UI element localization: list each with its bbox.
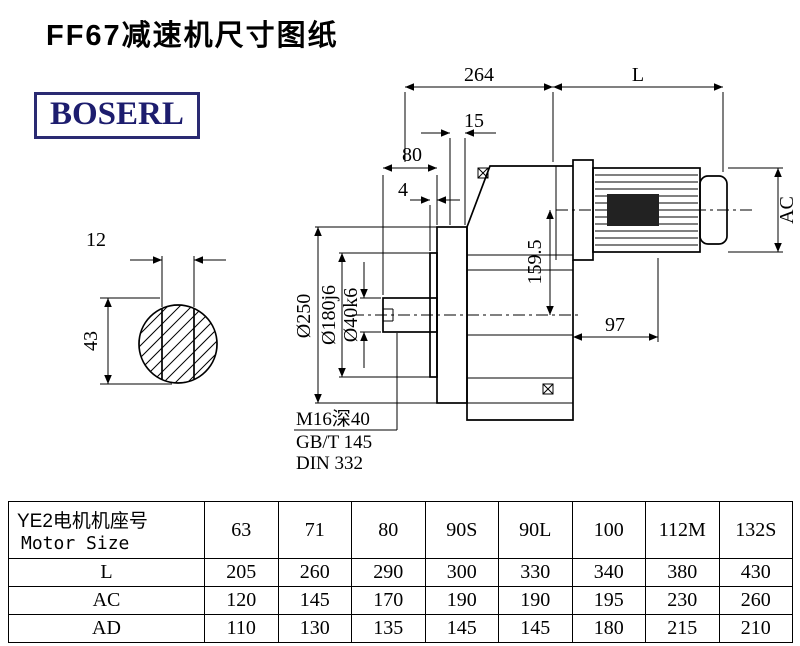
note-din: DIN 332 [296,453,363,474]
value-cell: 180 [571,614,646,643]
value-cell: 190 [498,586,573,615]
value-cell: 430 [718,558,793,587]
value-cell: 170 [351,586,426,615]
motor-core [607,194,659,226]
brand-logo: BOSERL [34,92,200,139]
bolt-mark-bottom [542,383,554,395]
value-cell: 290 [351,558,426,587]
dim-L-label: L [632,64,644,86]
row-label: AC [8,586,205,615]
table-row-AD: AD 110 130 135 145 145 180 215 210 [8,614,793,643]
size-cell: 80 [351,501,426,559]
dim-159-5: 159.5 [524,210,554,315]
note-m16: M16深40 [296,408,370,430]
gearbox-housing [466,165,574,421]
shaft-section-view: 12 43 [80,229,226,385]
value-cell: 330 [498,558,573,587]
technical-drawing: 12 43 [80,64,798,474]
dim-dia40-label: Ø40k6 [340,288,362,342]
value-cell: 205 [204,558,279,587]
value-cell: 145 [424,614,499,643]
value-cell: 260 [718,586,793,615]
dim-12-label: 12 [86,229,106,251]
dim-L: L [553,64,724,172]
value-cell: 120 [204,586,279,615]
dim-15-label: 15 [464,110,484,132]
value-cell: 195 [571,586,646,615]
value-cell: 110 [204,614,279,643]
dim-80-label: 80 [402,144,422,166]
dim-AC-label: AC [776,196,798,224]
table-row-L: L 205 260 290 300 330 340 380 430 [8,558,793,587]
dim-159-5-label: 159.5 [524,240,546,285]
dim-43: 43 [80,297,172,385]
dim-dia250: Ø250 [293,226,437,404]
header-line-zh: YE2电机机座号 [17,511,148,532]
value-cell: 130 [277,614,352,643]
dim-264: 264 [404,64,554,162]
row-label: AD [8,614,205,643]
value-cell: 300 [424,558,499,587]
size-cell: 90S [424,501,499,559]
motor-rear-cap [699,175,728,245]
page-title: FF67减速机尺寸图纸 [46,20,339,52]
dim-AC: AC [728,167,798,253]
table-header-row: YE2电机机座号 Motor Size 63 71 80 90S 90L 100… [8,501,793,559]
dim-dia250-label: Ø250 [293,294,315,338]
value-cell: 190 [424,586,499,615]
size-cell: 71 [277,501,352,559]
dim-dia180-label: Ø180j6 [318,285,340,345]
dim-97: 97 [573,258,659,342]
dim-12: 12 [86,229,226,307]
size-cell: 63 [204,501,279,559]
main-side-view: M16深40 GB/T 145 DIN 332 264 L [293,64,798,474]
size-cell: 100 [571,501,646,559]
value-cell: 215 [645,614,720,643]
dim-264-label: 264 [464,64,494,86]
dim-4-label: 4 [398,179,408,201]
bolt-mark-top [477,167,489,179]
dim-4: 4 [398,179,460,251]
table-row-AC: AC 120 145 170 190 190 195 230 260 [8,586,793,615]
value-cell: 230 [645,586,720,615]
value-cell: 145 [498,614,573,643]
size-cell: 132S [718,501,793,559]
value-cell: 340 [571,558,646,587]
note-gbt: GB/T 145 [296,432,372,453]
row-label: L [8,558,205,587]
value-cell: 145 [277,586,352,615]
value-cell: 260 [277,558,352,587]
size-cell: 90L [498,501,573,559]
dim-dia40: Ø40k6 [340,262,381,368]
dim-97-label: 97 [605,314,625,336]
dim-15: 15 [421,110,496,225]
value-cell: 210 [718,614,793,643]
motor-size-table: YE2电机机座号 Motor Size 63 71 80 90S 90L 100… [8,501,793,643]
value-cell: 135 [351,614,426,643]
motor [572,159,728,261]
tap-hole-note: M16深40 GB/T 145 DIN 332 [294,333,398,474]
section-hatching [139,305,217,383]
dim-dia180: Ø180j6 [318,252,430,378]
dim-43-label: 43 [80,331,102,351]
header-line-en: Motor Size [21,533,130,554]
value-cell: 380 [645,558,720,587]
dim-80: 80 [382,144,438,295]
motor-size-header-cell: YE2电机机座号 Motor Size [8,501,205,559]
size-cell: 112M [645,501,720,559]
